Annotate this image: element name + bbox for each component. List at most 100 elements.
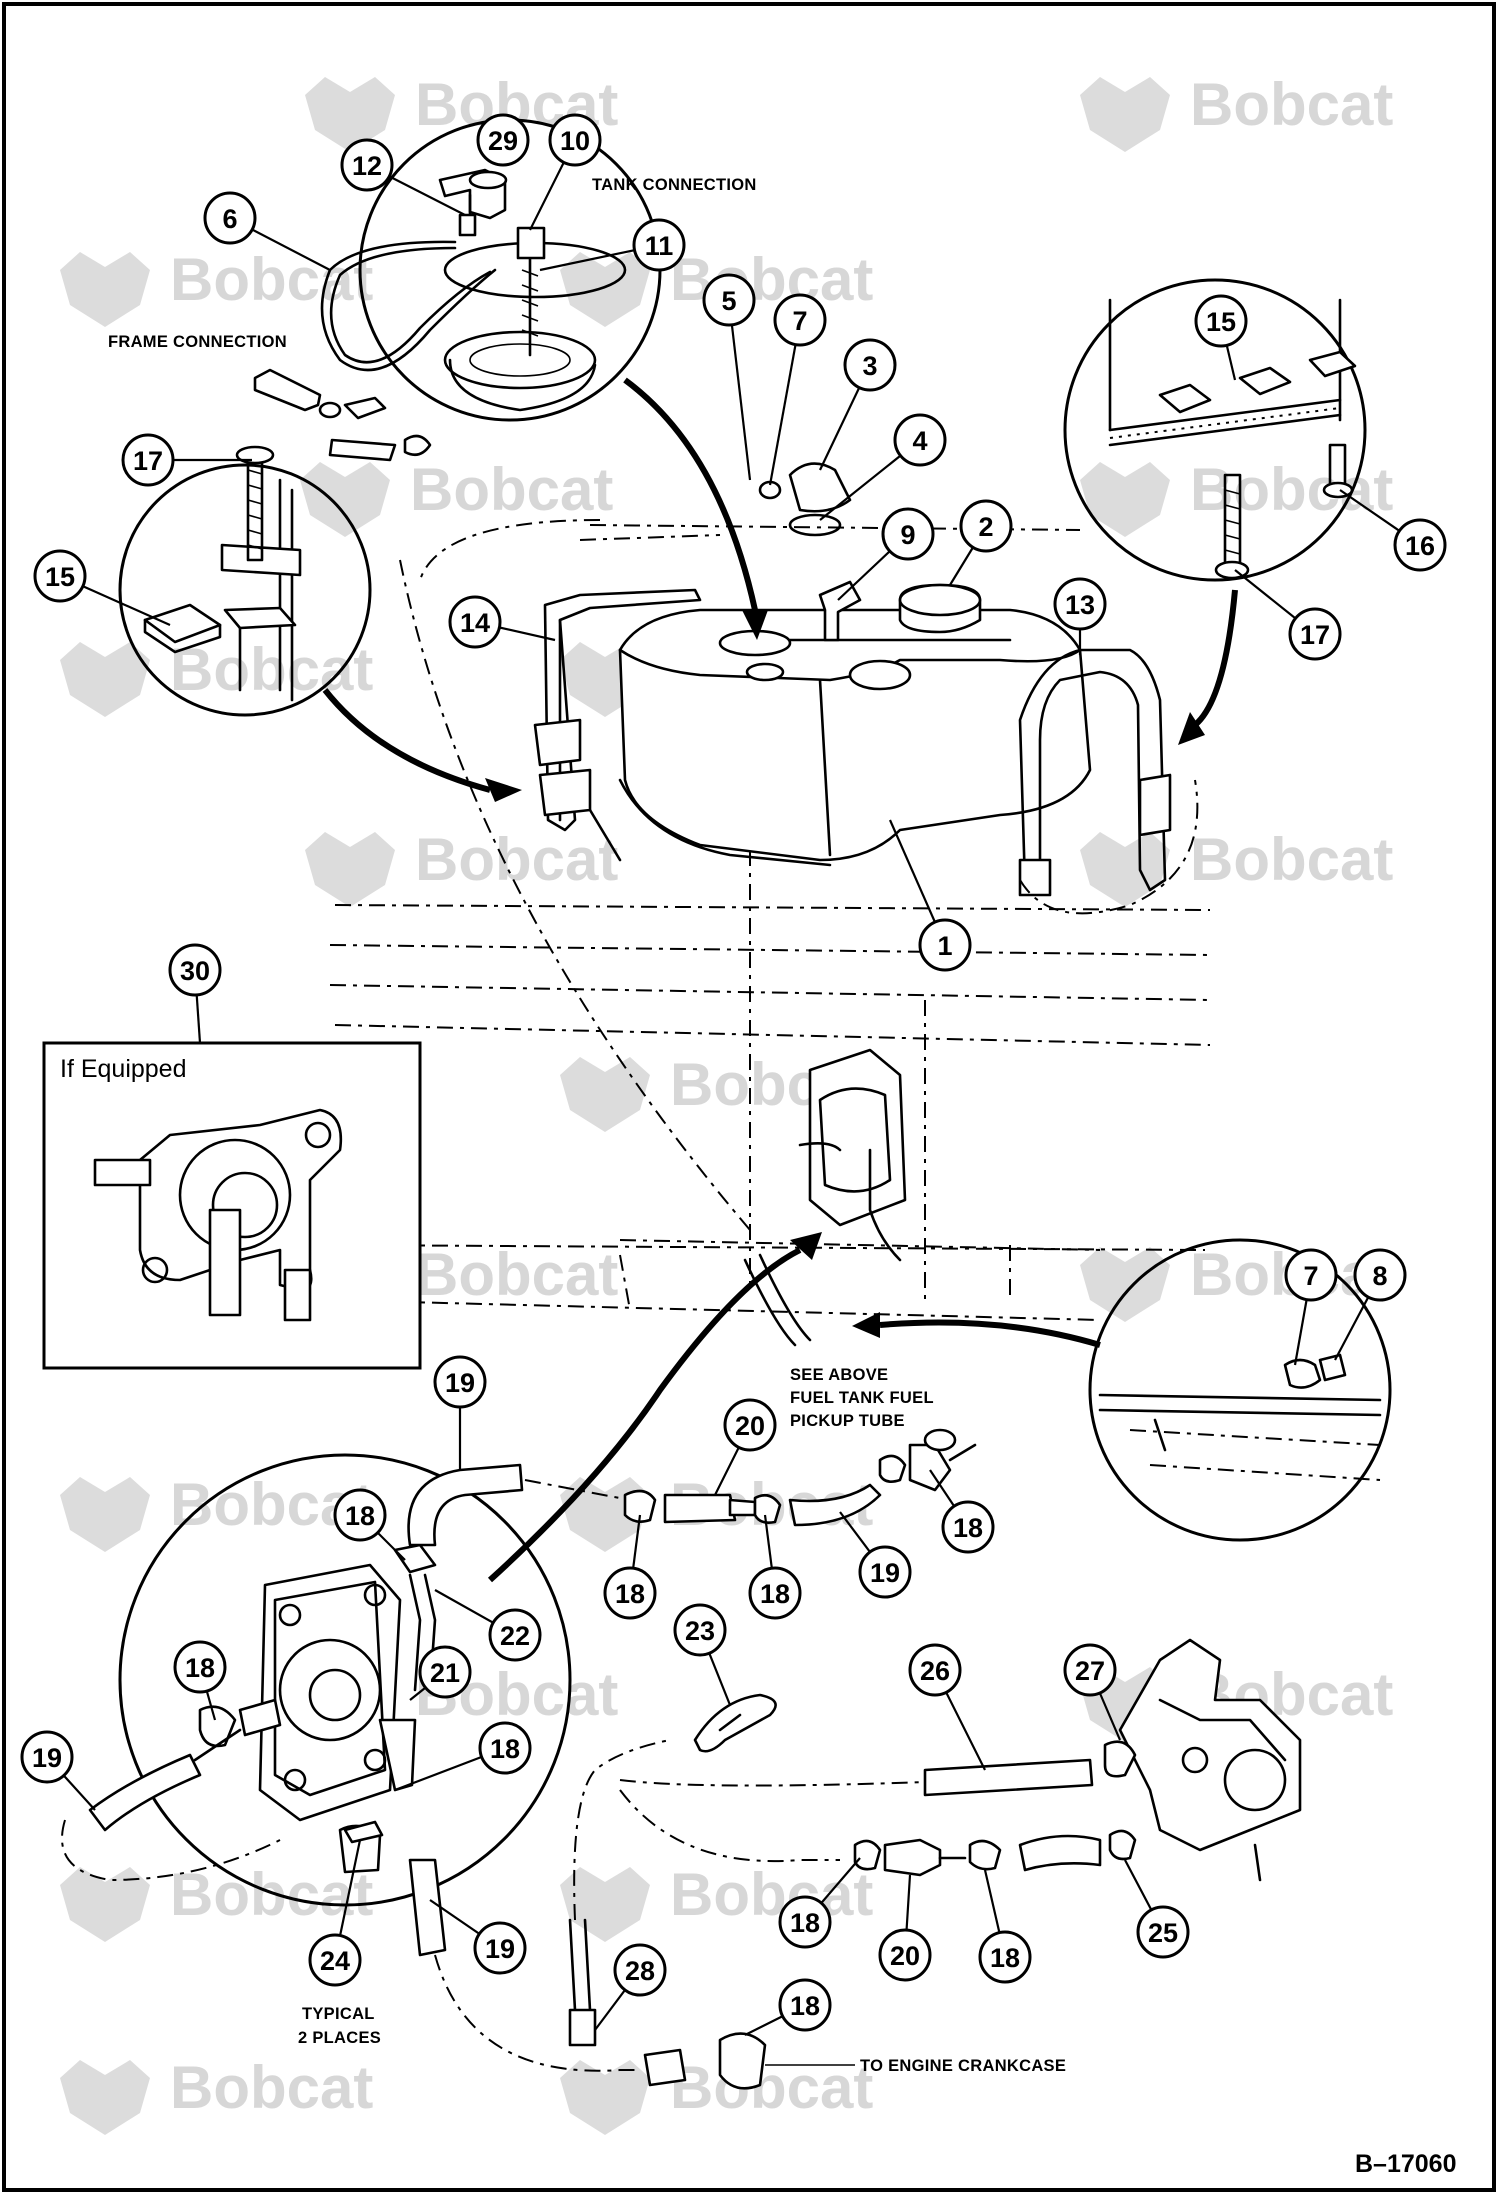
callout-number: 20 (735, 1411, 765, 1441)
callout-number: 7 (1303, 1261, 1318, 1291)
right-mount-detail (1063, 278, 1367, 582)
callout-17: 17 (1288, 607, 1342, 661)
frame-connection-circle (118, 463, 372, 717)
callout-number: 7 (792, 306, 807, 336)
to-engine-crankcase-label: TO ENGINE CRANKCASE (860, 2057, 1066, 2075)
watermark: Bobcat (560, 2054, 873, 2135)
callout-number: 11 (645, 231, 674, 261)
inline-filter-bottom (883, 1838, 942, 1877)
watermark-logo-icon (1080, 462, 1170, 537)
callout-number: 26 (920, 1656, 950, 1686)
bolt-frame (253, 368, 322, 412)
callout-29: 29 (476, 113, 530, 167)
watermark: Bobcat (560, 1861, 873, 1942)
watermark-text: Bobcat (415, 826, 618, 893)
callout-number: 30 (180, 956, 210, 986)
watermark: Bobcat (60, 2054, 373, 2135)
callout-28: 28 (613, 1943, 667, 1997)
callout-15: 15 (33, 549, 87, 603)
watermark: Bobcat (305, 71, 618, 152)
pickup-clamp-circle (1088, 1238, 1392, 1542)
callout-circle (613, 1943, 667, 1997)
callout-leader (727, 299, 752, 481)
callout-14: 14 (448, 595, 502, 649)
callout-circle (433, 1355, 487, 1409)
watermark-text: Bobcat (170, 1861, 373, 1928)
callout-number: 13 (1065, 590, 1095, 620)
callout-circle (308, 1933, 362, 1987)
callout-circle (333, 1488, 387, 1542)
watermark: Bobcat (1080, 71, 1393, 152)
watermark: Bobcat (1080, 1241, 1393, 1322)
hose-19-left (88, 1753, 202, 1832)
callout-number: 18 (185, 1653, 215, 1683)
callout-circle (203, 191, 257, 245)
callout-number: 17 (1300, 620, 1330, 650)
hoses (61, 1428, 1302, 2090)
callout-19: 19 (858, 1545, 912, 1599)
watermark-logo-icon (60, 2060, 150, 2135)
text-labels: TANK CONNECTION FRAME CONNECTION SEE ABO… (108, 176, 1456, 2178)
watermark-text: Bobcat (670, 2054, 873, 2121)
watermark-logo-icon (300, 462, 390, 537)
callout-circle (878, 1928, 932, 1982)
watermark-text: Bobcat (410, 456, 613, 523)
callout-15: 15 (1194, 294, 1248, 348)
callout-number: 28 (625, 1956, 655, 1986)
callout-number: 24 (320, 1946, 350, 1976)
see-above-label-1: SEE ABOVE (790, 1366, 888, 1384)
callout-number: 4 (912, 426, 927, 456)
callout-18: 18 (333, 1488, 387, 1542)
callout-number: 27 (1075, 1656, 1105, 1686)
callout-circle (603, 1566, 657, 1620)
callout-circle (168, 943, 222, 997)
watermark: Bobcat (60, 636, 373, 717)
pump-circle (118, 1453, 572, 1907)
callout-number: 19 (445, 1368, 475, 1398)
frame-connection-label: FRAME CONNECTION (108, 333, 287, 351)
callout-circle (418, 1645, 472, 1699)
callout-22: 22 (488, 1608, 542, 1662)
watermark-text: Bobcat (1190, 826, 1393, 893)
typical-label-1: TYPICAL (302, 2005, 375, 2023)
callout-number: 18 (790, 1991, 820, 2021)
frame-connection-detail (118, 445, 372, 717)
callout-circle (778, 1978, 832, 2032)
callout-circle (1063, 1643, 1117, 1697)
callout-19: 19 (20, 1730, 74, 1784)
callout-circle (893, 413, 947, 467)
callout-number: 20 (890, 1941, 920, 1971)
callout-circle (632, 218, 686, 272)
callout-25: 25 (1136, 1905, 1190, 1959)
callout-number: 18 (615, 1579, 645, 1609)
watermark-logo-icon (560, 2060, 650, 2135)
callout-18: 18 (478, 1721, 532, 1775)
hose-26 (923, 1758, 1094, 1797)
callout-number: 19 (485, 1934, 515, 1964)
tank-strap-left (543, 588, 702, 832)
callout-circle (773, 293, 827, 347)
callout-number: 2 (978, 512, 993, 542)
callout-19: 19 (433, 1355, 487, 1409)
see-above-label-3: PICKUP TUBE (790, 1412, 905, 1430)
callout-circle (33, 549, 87, 603)
callout-number: 3 (862, 351, 877, 381)
callout-7: 7 (773, 293, 827, 347)
callout-circle (978, 1930, 1032, 1984)
watermark-text: Bobcat (415, 1241, 618, 1308)
callout-20: 20 (878, 1928, 932, 1982)
callout-number: 17 (133, 446, 163, 476)
clip-15-c (1308, 350, 1357, 378)
callout-number: 19 (32, 1743, 62, 1773)
watermark: Bobcat (300, 456, 613, 537)
hose-19-bottom (408, 1858, 447, 1957)
watermark-text: Bobcat (670, 1861, 873, 1928)
if-equipped-box: If Equipped (42, 1041, 422, 1370)
if-equipped-label: If Equipped (60, 1055, 187, 1083)
pickup-tube (743, 1048, 907, 1347)
watermark-logo-icon (560, 1867, 650, 1942)
callout-30: 30 (168, 943, 222, 997)
callout-circle (908, 1643, 962, 1697)
tank-connection-label: TANK CONNECTION (592, 176, 757, 194)
callout-11: 11 (632, 218, 686, 272)
